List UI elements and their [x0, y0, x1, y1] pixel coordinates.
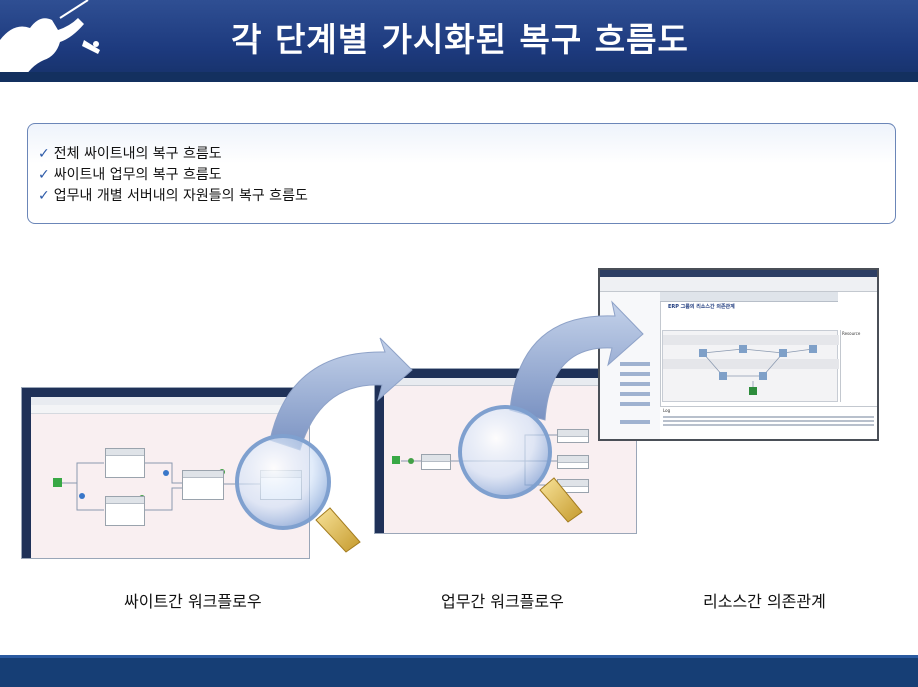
caption-site-workflow: 싸이트간 워크플로우 — [124, 592, 262, 611]
workflow-node — [421, 454, 451, 470]
summary-box: ✓전체 싸이트내의 복구 흐름도 ✓싸이트내 업무의 복구 흐름도 ✓업무내 개… — [27, 123, 896, 224]
curved-arrow-icon — [269, 337, 413, 451]
bullet-item: ✓업무내 개별 서버내의 자원들의 복구 흐름도 — [38, 188, 308, 204]
caption-biz-workflow: 업무간 워크플로우 — [441, 592, 564, 611]
resource-dependency-screenshot: ERP 그룹의 리소스간 의존관계 Resource Log — [598, 268, 879, 441]
magnifier-icon — [235, 434, 361, 553]
dependency-graph — [662, 330, 839, 402]
log-tab: Log — [663, 408, 671, 413]
workflow-node — [182, 470, 224, 500]
check-icon: ✓ — [38, 167, 50, 183]
resource-panel-label: Resource — [842, 331, 861, 336]
bullet-item: ✓싸이트내 업무의 복구 흐름도 — [38, 167, 222, 183]
header-underline — [0, 72, 918, 82]
workflow-node — [105, 448, 145, 478]
header-banner: 각 단계별 가시화된 복구 흐름도 — [0, 0, 918, 82]
curved-arrow-icon — [509, 300, 644, 421]
workflow-node — [557, 455, 589, 469]
magnifier-icon — [458, 405, 583, 523]
log-panel: Log — [660, 406, 877, 439]
caption-resource-dependency: 리소스간 의존관계 — [703, 592, 826, 611]
check-icon: ✓ — [38, 188, 50, 204]
workflow-node — [105, 496, 145, 526]
bullet-item: ✓전체 싸이트내의 복구 흐름도 — [38, 146, 222, 162]
check-icon: ✓ — [38, 146, 50, 162]
page-title: 각 단계별 가시화된 복구 흐름도 — [231, 20, 689, 59]
workflow-node — [557, 429, 589, 443]
resource-window-title: ERP 그룹의 리소스간 의존관계 — [668, 304, 735, 310]
footer-bar — [0, 655, 918, 687]
bullet-list: ✓전체 싸이트내의 복구 흐름도 ✓싸이트내 업무의 복구 흐름도 ✓업무내 개… — [28, 124, 895, 207]
conductor-logo-icon — [0, 0, 100, 82]
